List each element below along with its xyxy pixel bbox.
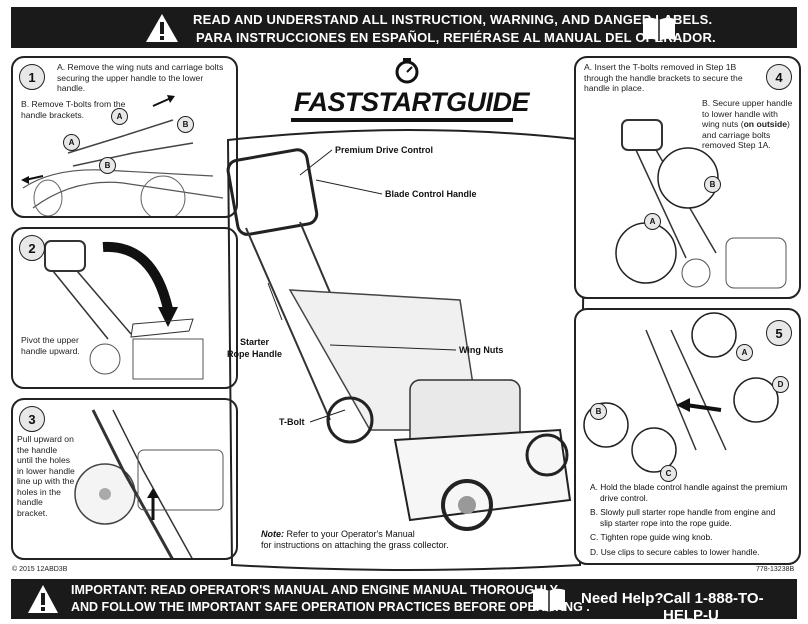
step-1-illustration bbox=[21, 95, 224, 216]
step-4-instruction-b-end: ) and carriage bolts removed Step 1A. bbox=[702, 119, 790, 150]
step-number-1: 1 bbox=[19, 64, 45, 90]
label-a-badge: A bbox=[644, 213, 661, 230]
banner-line-english: READ AND UNDERSTAND ALL INSTRUCTION, WAR… bbox=[193, 12, 713, 27]
step-5-panel: 5 A D B C bbox=[574, 308, 801, 565]
copyright-code: © 2015 12ABD3B bbox=[12, 566, 68, 573]
step-2-illustration bbox=[44, 240, 204, 380]
label-a-badge: A bbox=[111, 108, 128, 125]
step-1-panel: 1 A. Remove the wing nuts and carriage b… bbox=[11, 56, 238, 218]
step-5-instruction-c: C. Tighten rope guide wing knob. bbox=[590, 532, 713, 542]
note-label: Note: bbox=[261, 529, 284, 539]
help-phone-number[interactable]: Call 1-888-TO-HELP-U bbox=[663, 590, 764, 624]
step-1-instruction-b: B. Remove T-bolts from the handle bracke… bbox=[21, 99, 126, 120]
step-5-instruction-b: B. Slowly pull starter rope handle from … bbox=[590, 507, 776, 528]
step-4-instruction-b-bold: on outside bbox=[743, 119, 788, 129]
important-line-1: IMPORTANT: READ OPERATOR'S MANUAL AND EN… bbox=[71, 583, 559, 597]
label-b-badge: B bbox=[704, 176, 721, 193]
step-4-panel: 4 A. Insert the T-bolts removed in Step … bbox=[574, 56, 801, 299]
step-2-instruction: Pivot the upper handle upward. bbox=[21, 335, 80, 356]
step-number-3: 3 bbox=[19, 406, 45, 432]
step-3-instruction: Pull upward on the handle until the hole… bbox=[17, 434, 75, 518]
step-3-illustration bbox=[74, 409, 224, 558]
step-number-4: 4 bbox=[766, 64, 792, 90]
label-c-badge: C bbox=[660, 465, 677, 482]
label-a-badge: A bbox=[63, 134, 80, 151]
note-text-2: for instructions on attaching the grass … bbox=[261, 540, 449, 550]
bottom-important-banner: IMPORTANT: READ OPERATOR'S MANUAL AND EN… bbox=[11, 579, 797, 624]
part-number: 778-13238B bbox=[756, 566, 795, 573]
warning-triangle-icon bbox=[28, 585, 58, 613]
label-a-badge: A bbox=[736, 344, 753, 361]
important-line-2: AND FOLLOW THE IMPORTANT SAFE OPERATION … bbox=[71, 600, 590, 614]
warning-triangle-icon bbox=[146, 14, 178, 42]
callout-premium-drive-control: Premium Drive Control bbox=[335, 145, 434, 155]
step-1-instruction-a: A. Remove the wing nuts and carriage bol… bbox=[57, 62, 224, 93]
label-b-badge: B bbox=[590, 403, 607, 420]
step-5-instruction-a: A. Hold the blade control handle against… bbox=[590, 482, 788, 503]
step-4-illustration bbox=[615, 119, 787, 289]
manual-book-icon bbox=[533, 588, 565, 612]
step-number-5: 5 bbox=[766, 320, 792, 346]
fast-start-guide-logo bbox=[291, 58, 513, 122]
callout-wing-nuts: Wing Nuts bbox=[459, 345, 504, 355]
step-4-instruction-b: B. Secure upper handle to lower handle w… bbox=[702, 98, 796, 151]
banner-line-spanish: PARA INSTRUCCIONES EN ESPAÑOL, REFIÉRASE… bbox=[196, 30, 716, 45]
step-number-2: 2 bbox=[19, 235, 45, 261]
callout-starter-rope-handle-line1: Starter bbox=[240, 337, 270, 347]
step-4-instruction-a: A. Insert the T-bolts removed in Step 1B… bbox=[584, 62, 743, 93]
label-d-badge: D bbox=[772, 376, 789, 393]
step-3-panel: 3 Pull upward on the handle until the ho… bbox=[11, 398, 238, 560]
step-2-panel: 2 Pivot the upper handle upward. bbox=[11, 227, 238, 389]
manual-book-icon bbox=[643, 17, 675, 41]
callout-t-bolt: T-Bolt bbox=[279, 417, 305, 427]
step-5-instruction-d: D. Use clips to secure cables to lower h… bbox=[590, 546, 760, 557]
label-b-badge: B bbox=[99, 157, 116, 174]
step-4-instruction-b-start: B. Secure upper handle to lower handle w… bbox=[702, 98, 793, 129]
step-5-illustration bbox=[583, 312, 779, 473]
callout-starter-rope-handle-line2: Rope Handle bbox=[227, 349, 283, 359]
note-grass-collector: Note: Refer to your Operator's Manual fo… bbox=[261, 529, 449, 551]
top-warning-banner: READ AND UNDERSTAND ALL INSTRUCTION, WAR… bbox=[11, 7, 797, 48]
step-5-instructions: A. Hold the blade control handle against… bbox=[590, 482, 790, 561]
callout-blade-control-handle: Blade Control Handle bbox=[385, 189, 477, 199]
need-help-text: Need Help? bbox=[581, 590, 664, 607]
note-text: Refer to your Operator's Manual bbox=[284, 529, 415, 539]
label-b-badge: B bbox=[177, 116, 194, 133]
logo-text: FASTSTARTGUIDE bbox=[294, 87, 530, 117]
